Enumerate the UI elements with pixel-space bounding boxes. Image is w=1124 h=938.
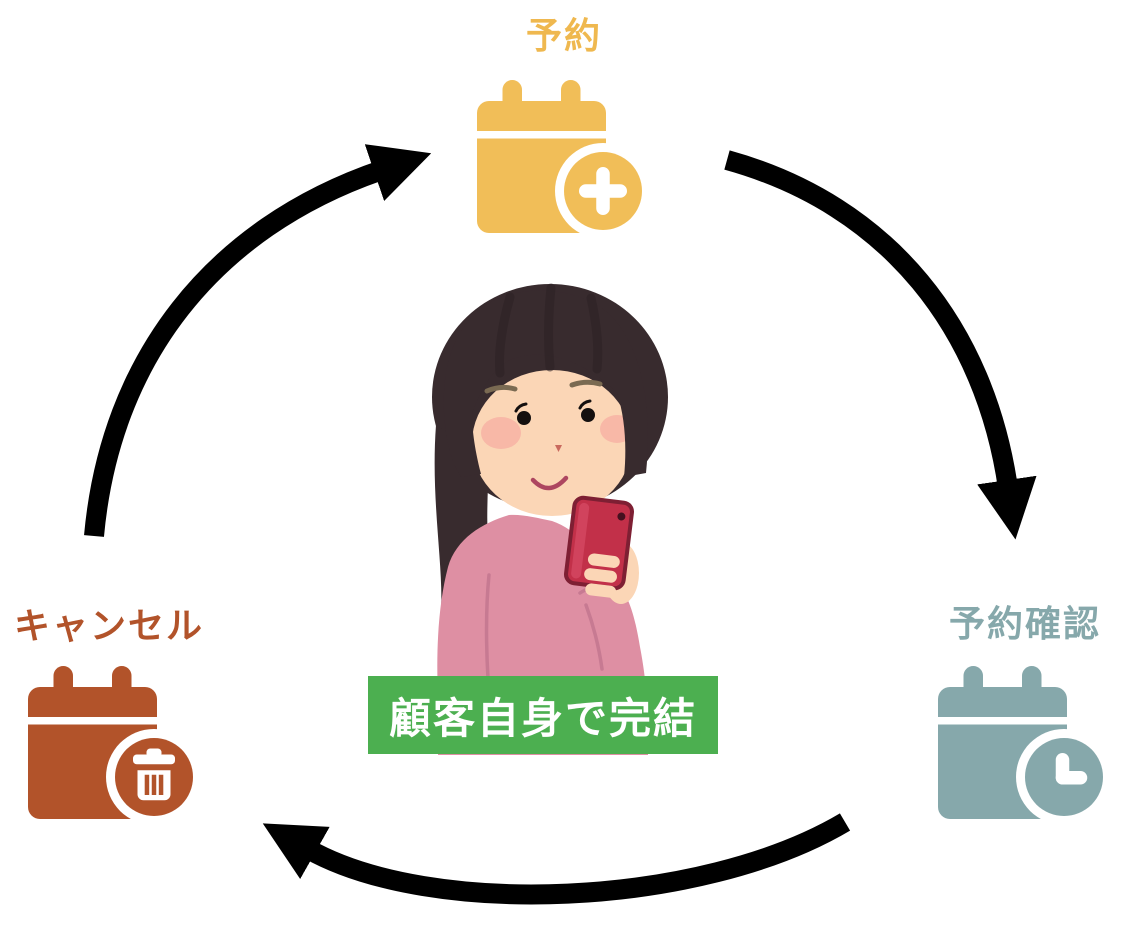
reserve-label: 予約 — [525, 15, 602, 56]
clock-glyph — [1055, 753, 1088, 785]
cancel-label: キャンセル — [14, 605, 205, 646]
plus-glyph — [579, 167, 627, 215]
calendar-plus-icon — [477, 80, 651, 236]
face-features — [481, 379, 634, 491]
confirm-label: 予約確認 — [948, 603, 1101, 644]
caption-text: 顧客自身で完結 — [388, 694, 697, 742]
caption-banner: 顧客自身で完結 — [368, 676, 718, 754]
fingers — [584, 553, 620, 598]
arrow-cancel-to-reserve — [84, 144, 432, 537]
calendar-clock-icon — [938, 666, 1112, 822]
calendar-trash-icon — [28, 666, 202, 822]
phone-camera-dot — [617, 512, 626, 521]
woman-smartphone-illustration — [432, 283, 668, 755]
arrow-confirm-to-cancel — [262, 813, 851, 905]
trash-glyph — [133, 748, 175, 801]
face — [472, 370, 632, 516]
smartphone — [564, 495, 634, 598]
hair-front — [443, 283, 648, 477]
arrow-reserve-to-confirm — [724, 150, 1037, 540]
